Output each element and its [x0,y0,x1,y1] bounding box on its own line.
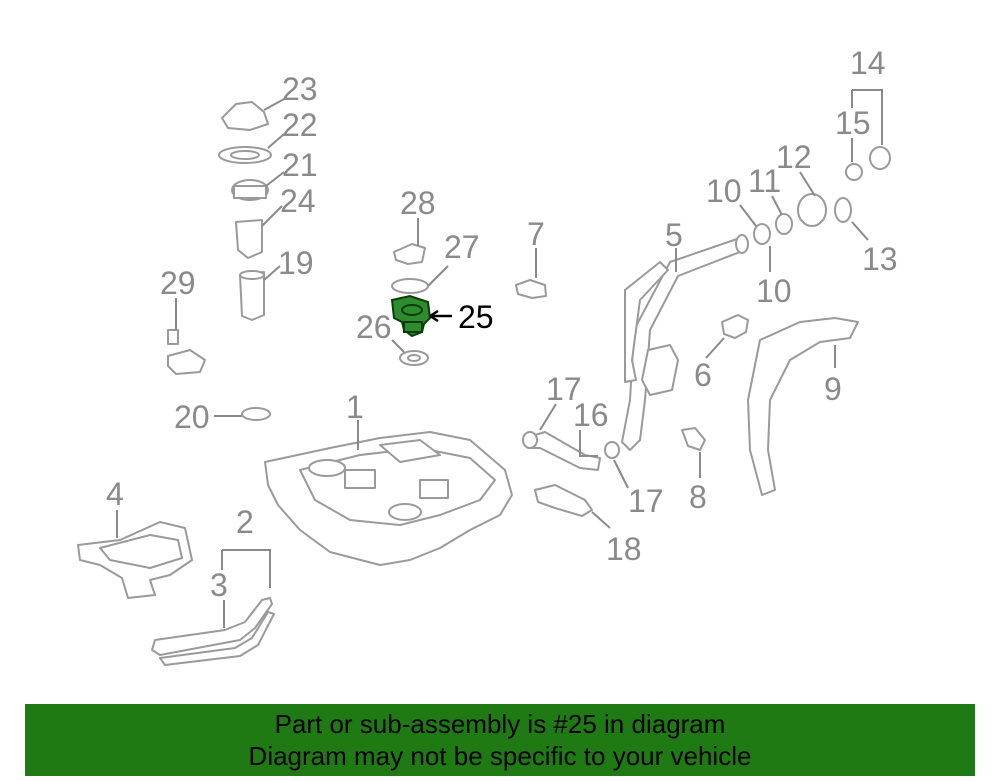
callout-12: 12 [776,139,812,175]
leader-line-12 [799,171,816,197]
callout-9: 9 [824,371,842,407]
callout-13: 13 [862,241,898,277]
filler-protector-part[interactable] [747,317,859,496]
leader-line-10a [739,204,757,227]
callout-3: 3 [210,567,228,603]
pump-cover-part[interactable] [221,101,269,131]
clip-part-8[interactable] [681,427,706,451]
o-ring-part[interactable] [834,197,852,223]
callout-17b: 17 [628,483,664,519]
leader-line-24 [261,205,283,227]
valve-cover-part[interactable] [393,243,426,265]
arrow-25-icon [429,309,439,323]
banner-line-2: Diagram may not be specific to your vehi… [248,741,752,771]
callout-10a: 10 [706,173,742,209]
leader-line-11 [771,195,783,216]
fuel-cap-part[interactable] [845,146,891,181]
leader-line-17a [539,403,557,431]
leader-line-26 [391,339,405,353]
leader-line-14 [852,89,883,145]
leader-line-27 [427,265,449,287]
tank-strap-part[interactable] [151,597,275,666]
callout-15: 15 [835,105,871,141]
fill-hose-part[interactable] [534,484,593,517]
callout-5: 5 [665,217,683,253]
callout-17a: 17 [546,371,582,407]
vent-hose-part[interactable] [522,431,620,471]
callout-28: 28 [400,185,436,221]
grommet-part[interactable] [241,407,271,421]
leader-line-19 [263,265,281,281]
callout-20: 20 [174,399,210,435]
fuel-tank-part[interactable] [264,431,513,566]
callout-8: 8 [689,479,707,515]
valve-gasket-part[interactable] [391,278,429,294]
filler-gasket-part[interactable] [753,193,827,245]
callout-26: 26 [356,309,392,345]
leader-line-23 [263,97,287,111]
leader-line-17b [613,459,629,489]
callout-29: 29 [160,265,196,301]
callout-27: 27 [444,229,480,265]
leader-line-2 [222,549,271,588]
callout-7: 7 [527,216,545,252]
pump-filter-part[interactable] [235,219,263,259]
heat-shield-part[interactable] [77,521,193,599]
callout-2: 2 [236,504,254,540]
clip-part-7[interactable] [515,279,547,299]
banner-line-1: Part or sub-assembly is #25 in diagram [274,709,726,739]
leader-line-13 [851,221,869,241]
pump-retainer-part[interactable] [231,179,269,201]
leader-line-21 [265,171,285,187]
filler-pipe-part[interactable] [621,234,749,451]
leader-line-6 [705,337,725,359]
callout-1: 1 [346,389,364,425]
leader-line-18 [591,511,611,529]
callout-14: 14 [850,45,886,81]
sender-gauge-part[interactable] [167,329,206,375]
callout-18: 18 [606,531,642,567]
leader-line-16 [579,430,598,457]
callout-25: 25 [458,299,494,335]
callout-6: 6 [694,357,712,393]
callout-19: 19 [278,245,314,281]
info-banner: Part or sub-assembly is #25 in diagram D… [25,704,975,776]
pump-gasket-part[interactable] [218,146,272,164]
leader-line-22 [267,133,285,149]
vent-bracket-part[interactable] [721,314,749,339]
callout-10b: 10 [756,273,792,309]
fuel-pump-part[interactable] [239,270,265,321]
callout-21: 21 [282,147,318,183]
callout-11: 11 [748,163,781,199]
callout-4: 4 [106,476,124,512]
highlighted-valve-part-25[interactable] [390,294,432,338]
parts-diagram: 1 2 3 4 5 6 7 8 9 [77,45,898,666]
valve-grommet-part[interactable] [399,350,429,366]
callout-24: 24 [280,183,316,219]
callout-23: 23 [282,71,318,107]
callout-22: 22 [282,107,318,143]
callout-16: 16 [573,397,609,433]
